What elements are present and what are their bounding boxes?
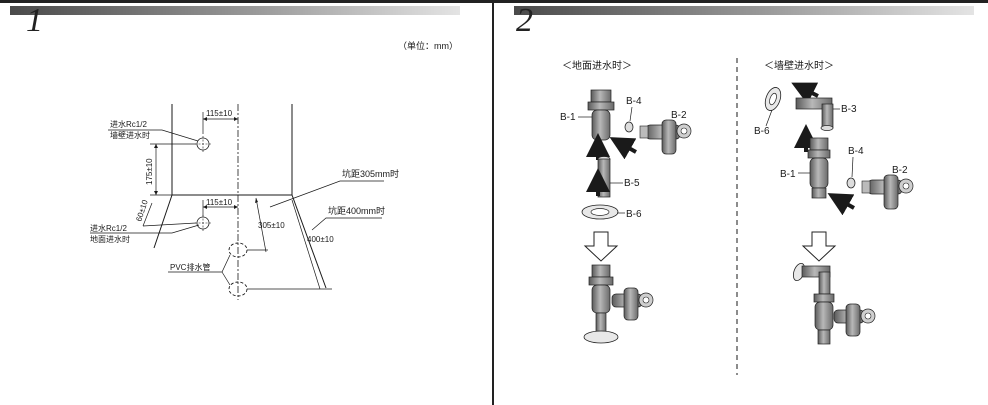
top-rule xyxy=(0,0,988,3)
arrow-wall-left xyxy=(791,82,819,105)
arrow-diagonal-wall xyxy=(827,193,855,216)
label-wall-inlet-2: 墙壁进水时 xyxy=(110,130,150,140)
panel-divider xyxy=(492,0,494,405)
label-pit-305: 坑距305mm时 xyxy=(342,168,399,179)
part-b4-wall xyxy=(846,177,856,189)
arrow-down-wall xyxy=(801,231,837,262)
label-b4-wall: B-4 xyxy=(848,146,864,157)
right-floor-edge xyxy=(291,194,327,289)
label-floor-inlet-2: 地面进水时 xyxy=(90,234,130,244)
dim-height-60: 60±10 xyxy=(134,198,150,222)
label-b1-wall: B-1 xyxy=(780,169,796,180)
label-b1-floor: B-1 xyxy=(560,112,576,123)
part-b2-floor xyxy=(639,119,692,155)
step2-number: 2 xyxy=(516,2,533,39)
step2-panel: 2 ＜地面进水时＞ B-1 B-4 xyxy=(496,0,988,405)
floor-section-title: ＜地面进水时＞ xyxy=(562,59,632,72)
label-pit-400: 坑距400mm时 xyxy=(328,205,385,216)
dim-height-175: 175±10 xyxy=(145,158,154,185)
label-floor-inlet-1: 进水Rc1/2 xyxy=(90,223,127,233)
arrow-diagonal-floor xyxy=(609,137,637,160)
part-b1-floor xyxy=(587,89,615,141)
part-b3 xyxy=(795,97,834,131)
label-b2-wall: B-2 xyxy=(892,165,908,176)
assembled-floor xyxy=(583,264,654,344)
arrow-down-floor xyxy=(583,231,619,262)
dim-305: 305±10 xyxy=(258,221,285,230)
dim-top-width: 115±10 xyxy=(206,109,233,118)
wall-section-title: ＜墙壁进水时＞ xyxy=(764,59,834,72)
unit-label: （单位：mm） xyxy=(398,40,458,51)
assembled-wall xyxy=(792,262,876,345)
label-b2-floor: B-2 xyxy=(671,110,687,121)
label-b3: B-3 xyxy=(841,104,857,115)
label-b5: B-5 xyxy=(624,178,640,189)
part-b2-wall xyxy=(861,174,914,210)
label-pvc-drain: PVC排水管 xyxy=(170,262,210,272)
part-b4-floor xyxy=(624,121,634,133)
floor-plan-diagram: （单位：mm） 115±10 xyxy=(90,40,458,300)
dim-400: 400±10 xyxy=(307,235,334,244)
left-floor-edge xyxy=(153,194,173,249)
dim-mid-width: 115±10 xyxy=(206,198,233,207)
part-b1-wall xyxy=(807,137,831,199)
label-b6-floor: B-6 xyxy=(626,209,642,220)
step1-number: 1 xyxy=(26,2,43,39)
part-b6-wall xyxy=(764,87,782,111)
step2-header-bar xyxy=(514,6,974,15)
step1-header-bar xyxy=(10,6,460,15)
part-b6-floor xyxy=(581,204,619,220)
label-wall-inlet-1: 进水Rc1/2 xyxy=(110,119,147,129)
step1-panel: 1 （单位：mm） xyxy=(0,0,490,405)
assembly-diagram: ＜地面进水时＞ B-1 B-4 B-2 B-5 xyxy=(560,58,914,375)
label-b6-wall: B-6 xyxy=(754,126,770,137)
label-b4-floor: B-4 xyxy=(626,96,642,107)
